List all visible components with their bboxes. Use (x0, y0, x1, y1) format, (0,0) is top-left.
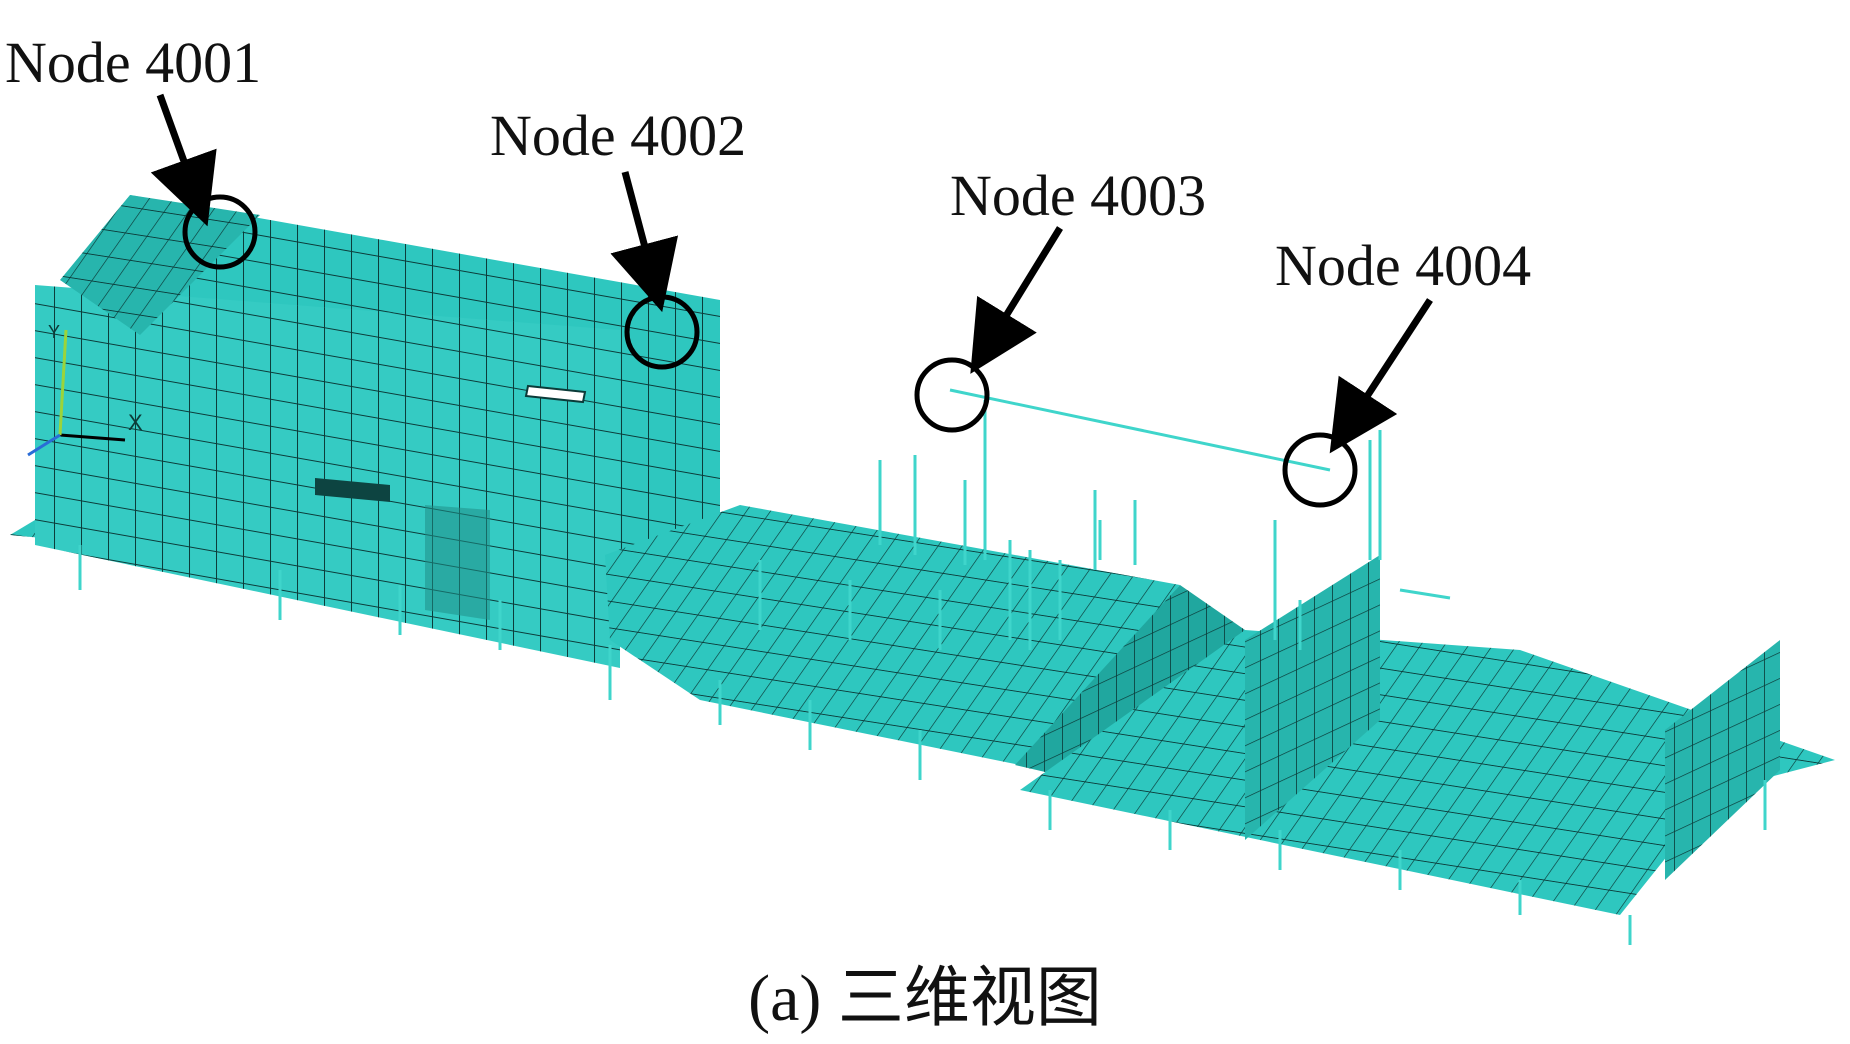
node-4004-marker (1282, 432, 1358, 508)
axis-y-label: Y (48, 322, 60, 342)
node-4001-label: Node 4001 (5, 30, 261, 95)
node-4004-label: Node 4004 (1275, 233, 1531, 298)
figure-caption: (a) 三维视图 (748, 962, 1102, 1035)
axis-triad: X Y (27, 322, 143, 457)
door-opening (425, 505, 490, 620)
node-4002-label: Node 4002 (490, 103, 746, 168)
node-4002-arrow (610, 171, 679, 313)
node-4004-arrow (1329, 298, 1433, 454)
node-4002-marker (624, 294, 700, 370)
node-4003-annotation: Node 4003 (914, 163, 1206, 433)
node-4001-marker (182, 194, 258, 270)
node-4001-annotation: Node 4001 (5, 30, 261, 270)
node-4003-arrow (970, 226, 1063, 374)
node-4003-label: Node 4003 (950, 163, 1206, 228)
axis-x-label: X (128, 410, 143, 435)
node-4003-marker (914, 357, 990, 433)
beam-elements (78, 388, 1767, 945)
node-4002-annotation: Node 4002 (490, 103, 746, 370)
vent-slot (524, 384, 587, 404)
node-4001-arrow (150, 93, 217, 227)
hatch-opening (315, 478, 390, 502)
node-4004-annotation: Node 4004 (1275, 233, 1531, 508)
fe-mesh-model: X Y (10, 195, 1835, 945)
